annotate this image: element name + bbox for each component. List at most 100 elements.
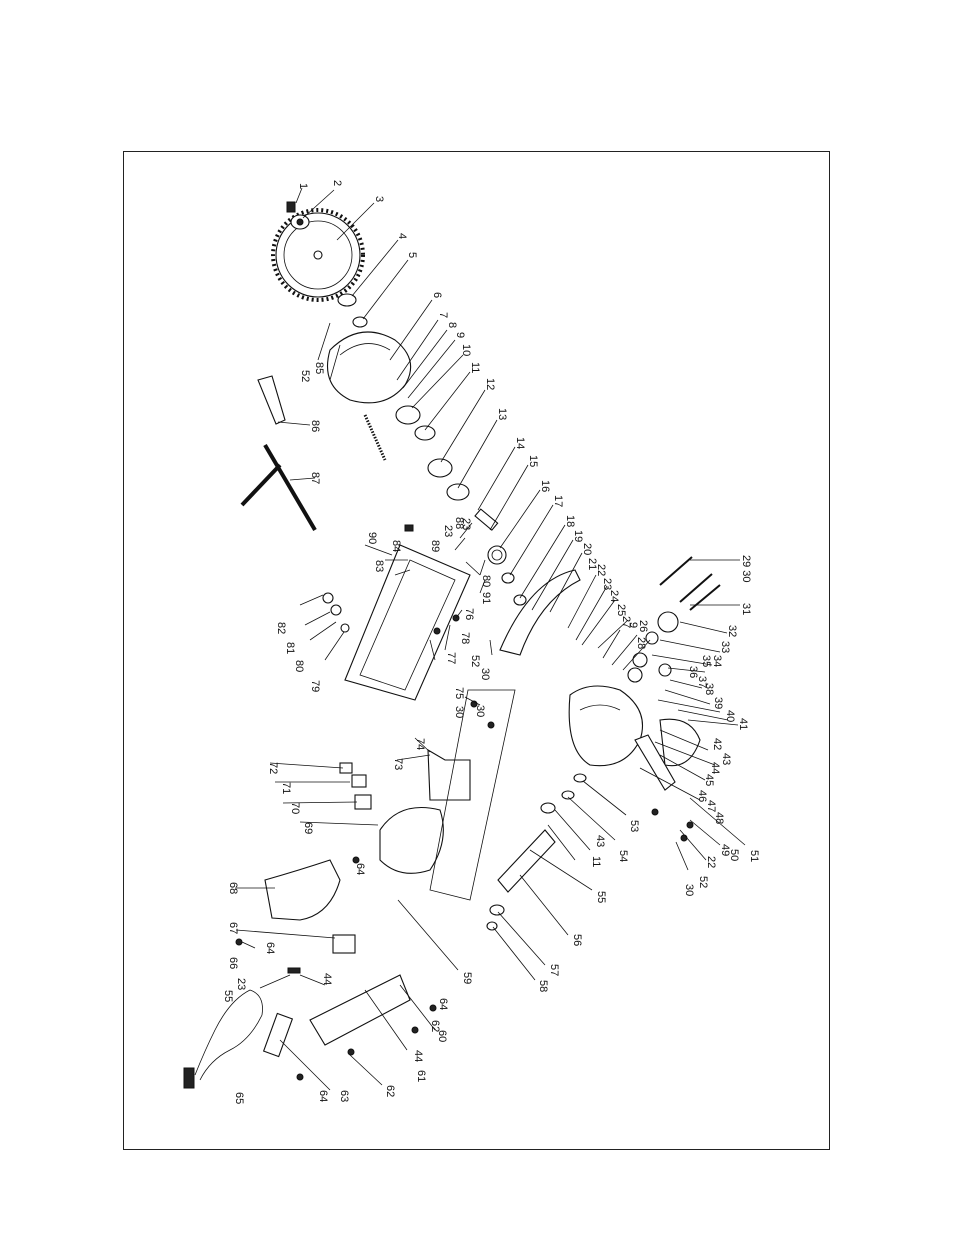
callout-39: 39 [712, 697, 724, 709]
callout-65: 65 [233, 1092, 245, 1104]
callout-48: 48 [713, 812, 725, 824]
callout-84: 84 [390, 540, 402, 552]
callout-75: 75 [453, 687, 465, 699]
callout-22: 22 [595, 564, 607, 576]
callout-7: 7 [437, 312, 449, 318]
callout-41: 41 [737, 718, 749, 730]
callout-64d: 64 [354, 863, 366, 875]
motor-housing [568, 685, 644, 767]
stator [427, 749, 471, 801]
callout-20: 20 [581, 543, 593, 555]
callout-12: 12 [484, 378, 496, 390]
callout-2: 2 [331, 180, 343, 186]
callout-74: 74 [414, 738, 426, 750]
callout-9: 9 [454, 332, 466, 338]
callout-76: 76 [463, 608, 475, 620]
parts-graphics [183, 201, 721, 1089]
field-housing [379, 806, 444, 874]
callout-50: 50 [728, 849, 740, 861]
gear [487, 545, 507, 565]
callout-81: 81 [284, 642, 296, 654]
blade-bolt [286, 201, 296, 213]
callout-17: 17 [552, 495, 564, 507]
callout-43b: 43 [594, 835, 606, 847]
callout-35: 35 [700, 655, 712, 667]
callout-36: 36 [687, 666, 699, 678]
callout-83: 83 [373, 560, 385, 572]
callout-43: 43 [720, 753, 732, 765]
callout-82: 82 [275, 622, 287, 634]
callout-51: 51 [748, 850, 760, 862]
callout-4: 4 [396, 233, 408, 239]
callout-69: 69 [302, 822, 314, 834]
callout-5: 5 [406, 252, 418, 258]
callout-55b: 55 [222, 990, 234, 1002]
switch [332, 934, 356, 954]
callout-18: 18 [564, 515, 576, 527]
callout-16: 16 [539, 480, 551, 492]
saw-blade [271, 208, 365, 302]
callout-9b: 9 [627, 622, 639, 628]
callout-30b: 30 [474, 705, 486, 717]
callout-55: 55 [595, 891, 607, 903]
callout-86: 86 [309, 420, 321, 432]
callout-54: 54 [617, 850, 629, 862]
callout-37: 37 [696, 676, 708, 688]
callout-91: 91 [480, 592, 492, 604]
callout-34: 34 [711, 655, 723, 667]
callout-32: 32 [726, 625, 738, 637]
callout-53: 53 [628, 820, 640, 832]
callout-6: 6 [431, 292, 443, 298]
brush-cap [657, 611, 679, 633]
callout-11: 11 [469, 362, 481, 373]
auxiliary-handle [634, 734, 676, 791]
upper-blade-guard [499, 569, 581, 656]
callout-68: 68 [227, 882, 239, 894]
callout-21: 21 [586, 558, 598, 570]
callout-67: 67 [227, 922, 239, 934]
bearing-plate [395, 405, 421, 425]
callout-28: 28 [635, 637, 647, 649]
callout-59: 59 [461, 972, 473, 984]
callout-45: 45 [703, 774, 715, 786]
callout-57: 57 [548, 964, 560, 976]
callout-26: 26 [637, 620, 649, 632]
power-cord [194, 989, 263, 1081]
callout-78: 78 [459, 632, 471, 644]
callout-62: 62 [429, 1020, 441, 1032]
callout-22b: 22 [705, 856, 717, 868]
callout-8: 8 [446, 322, 458, 328]
callout-63: 63 [338, 1090, 350, 1102]
bracket [257, 375, 286, 425]
callout-77: 77 [445, 652, 457, 664]
callout-52b: 52 [469, 655, 481, 667]
callout-15: 15 [527, 455, 539, 467]
callout-31: 31 [740, 603, 752, 615]
callout-13: 13 [496, 408, 508, 420]
callout-71: 71 [280, 782, 292, 794]
callout-64b: 64 [317, 1090, 329, 1102]
callout-80b: 80 [480, 575, 492, 587]
callout-72: 72 [267, 762, 279, 774]
callout-40: 40 [724, 710, 736, 722]
callout-73: 73 [392, 758, 404, 770]
callout-30: 30 [683, 884, 695, 896]
callout-labels: 1 2 3 4 5 6 7 8 9 10 11 12 13 14 15 16 1… [222, 180, 760, 1104]
callout-23b: 23 [460, 518, 472, 530]
callout-44: 44 [709, 762, 721, 774]
callout-23c: 23 [235, 978, 247, 990]
lower-blade-guard [326, 331, 412, 404]
callout-33: 33 [719, 641, 731, 653]
callout-61: 61 [415, 1070, 427, 1082]
callout-62b: 62 [384, 1085, 396, 1097]
spindle [474, 508, 499, 531]
callout-30c: 30 [453, 706, 465, 718]
callout-44c: 44 [321, 973, 333, 985]
fan-guard [659, 718, 701, 767]
main-handle [264, 859, 341, 921]
callout-70: 70 [289, 802, 301, 814]
callout-24: 24 [608, 590, 620, 602]
callout-27: 27 [620, 616, 632, 628]
callout-58: 58 [537, 980, 549, 992]
callout-64c: 64 [264, 942, 276, 954]
